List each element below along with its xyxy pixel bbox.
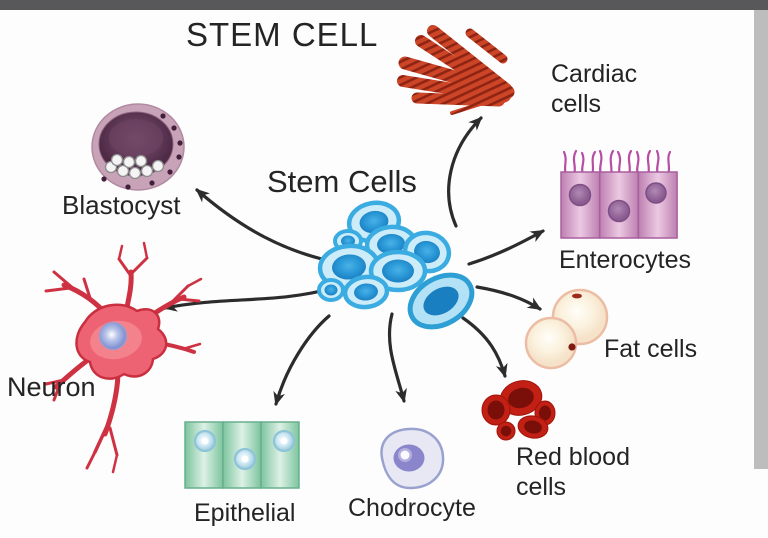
top-border-bar (0, 0, 768, 10)
stem-cells-cluster-illustration (317, 200, 475, 330)
stem-cells-label: Stem Cells (267, 164, 417, 199)
cardiac-cells-label: Cardiac cells (551, 60, 638, 118)
neuron-illustration (44, 241, 203, 474)
arrow-to-fat-cells (475, 285, 542, 311)
arrow-to-chodrocyte (387, 312, 407, 403)
arrow-to-enterocytes (467, 229, 545, 266)
enterocytes-illustration (560, 149, 678, 239)
scrollbar-track[interactable] (754, 10, 768, 469)
arrow-to-epithelial (273, 314, 331, 406)
red-blood-cells-label: Red blood cells (516, 443, 630, 501)
arrow-to-red-blood-cells (461, 316, 508, 378)
chodrocyte-label: Chodrocyte (348, 494, 476, 522)
page-title: STEM CELL (186, 16, 379, 53)
arrow-to-cardiac-cells (447, 116, 483, 228)
cardiac-cells-illustration (397, 25, 515, 115)
blastocyst-label: Blastocyst (62, 190, 181, 220)
differentiation-arrows (163, 116, 545, 406)
arrow-to-neuron (163, 286, 335, 312)
fat-cells-label: Fat cells (604, 335, 698, 363)
blastocyst-illustration (91, 103, 185, 191)
fat-cells-illustration (524, 288, 609, 370)
detached-stem-cell (407, 272, 475, 330)
chondrocyte-illustration (380, 427, 445, 490)
red-blood-cells-illustration (481, 380, 556, 441)
arrow-to-blastocyst (195, 188, 332, 263)
epithelial-label: Epithelial (194, 499, 296, 527)
epithelial-illustration (184, 421, 300, 489)
enterocytes-label: Enterocytes (559, 246, 692, 274)
neuron-label: Neuron (7, 372, 96, 402)
